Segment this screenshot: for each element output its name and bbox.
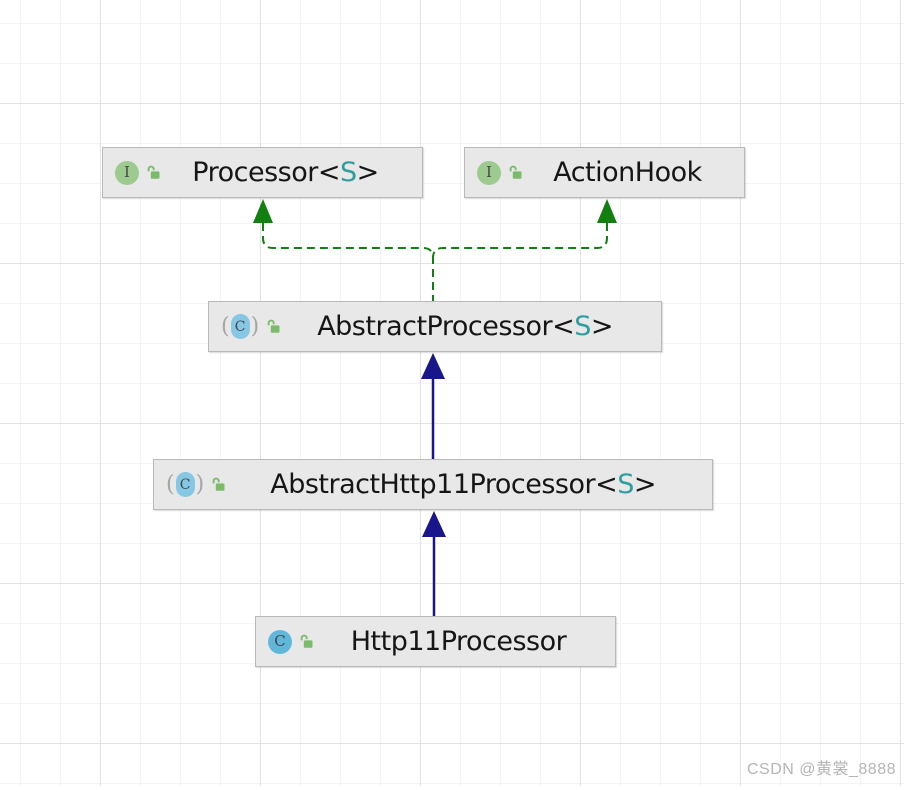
edge-realization-actionhook[interactable] bbox=[432, 199, 617, 259]
unlocked-icon bbox=[300, 634, 313, 648]
edge-realization-processor[interactable] bbox=[253, 199, 434, 259]
class-name-label: Processor<S> bbox=[192, 157, 379, 188]
paren-close: ) bbox=[250, 313, 260, 339]
class-name-label: Http11Processor bbox=[350, 626, 567, 657]
class-node-http11processor[interactable]: C Http11Processor bbox=[255, 616, 616, 667]
abstract-class-icon: ( C ) bbox=[166, 472, 204, 497]
class-name-label: AbstractHttp11Processor<S> bbox=[270, 469, 656, 500]
interface-icon: I bbox=[115, 160, 139, 185]
class-node-processor[interactable]: I Processor<S> bbox=[102, 147, 423, 198]
class-name-label: ActionHook bbox=[553, 157, 702, 188]
csdn-watermark: CSDN @黄裳_8888 bbox=[746, 761, 896, 778]
class-node-actionhook[interactable]: I ActionHook bbox=[464, 147, 745, 198]
unlocked-icon bbox=[212, 477, 225, 491]
paren-open: ( bbox=[221, 313, 230, 339]
abstract-class-icon: ( C ) bbox=[221, 314, 259, 339]
class-letter: C bbox=[230, 314, 250, 339]
class-letter: C bbox=[175, 472, 195, 497]
class-node-abstractprocessor[interactable]: ( C ) AbstractProcessor<S> bbox=[208, 301, 662, 352]
class-node-abstracthttp11processor[interactable]: ( C ) AbstractHttp11Processor<S> bbox=[153, 459, 713, 510]
unlocked-icon bbox=[267, 319, 280, 333]
paren-open: ( bbox=[166, 471, 175, 497]
class-icon: C bbox=[268, 629, 292, 654]
paren-close: ) bbox=[195, 471, 205, 497]
class-name-label: AbstractProcessor<S> bbox=[317, 311, 613, 342]
edge-inheritance-abstracthttp11[interactable] bbox=[422, 511, 446, 616]
edge-inheritance-abstractprocessor[interactable] bbox=[421, 353, 445, 459]
unlocked-icon bbox=[147, 165, 160, 179]
interface-icon: I bbox=[477, 160, 501, 185]
unlocked-icon bbox=[509, 165, 522, 179]
